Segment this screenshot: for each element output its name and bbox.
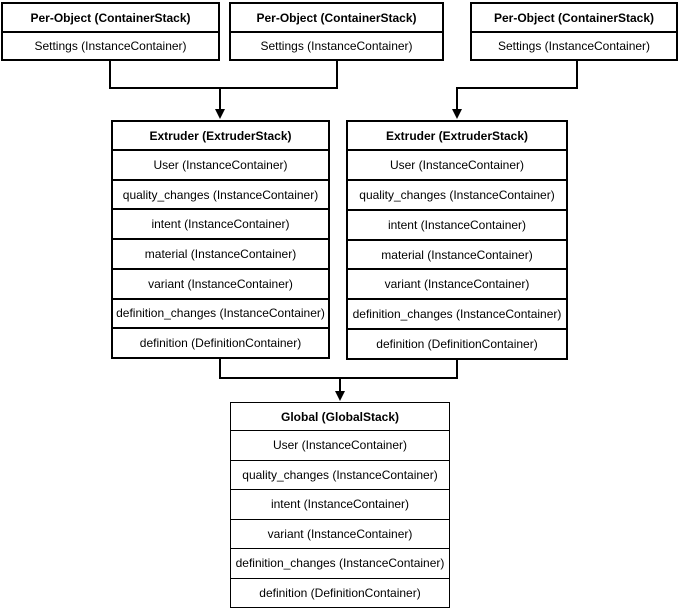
connector-line: [576, 60, 578, 89]
row-user: User (InstanceContainer): [113, 149, 328, 179]
row-settings: Settings (InstanceContainer): [472, 31, 676, 59]
connector-line: [339, 377, 341, 393]
row-user: User (InstanceContainer): [231, 430, 449, 460]
connector-line: [456, 87, 578, 89]
row-intent: intent (InstanceContainer): [231, 489, 449, 519]
row-intent: intent (InstanceContainer): [113, 208, 328, 238]
connector-line: [456, 359, 458, 379]
row-variant: variant (InstanceContainer): [231, 518, 449, 549]
row-quality-changes: quality_changes (InstanceContainer): [348, 178, 566, 209]
row-intent: intent (InstanceContainer): [348, 208, 566, 239]
stack-title: Per-Object (ContainerStack): [256, 10, 417, 25]
extruder-stack-2: Extruder (ExtruderStack) User (InstanceC…: [346, 120, 568, 360]
row-quality-changes: quality_changes (InstanceContainer): [231, 459, 449, 490]
row-definition-changes: definition_changes (InstanceContainer): [113, 297, 328, 328]
stack-title: Extruder (ExtruderStack): [149, 128, 292, 143]
connector-line: [109, 60, 111, 89]
connector-line: [336, 60, 338, 89]
global-stack: Global (GlobalStack) User (InstanceConta…: [230, 402, 450, 608]
row-definition: definition (DefinitionContainer): [113, 327, 328, 357]
row-definition-changes: definition_changes (InstanceContainer): [231, 548, 449, 578]
stack-title: Per-Object (ContainerStack): [493, 10, 655, 25]
row-material: material (InstanceContainer): [113, 238, 328, 268]
stack-title: Global (GlobalStack): [280, 409, 400, 424]
row-material: material (InstanceContainer): [348, 238, 566, 269]
connector-line: [109, 87, 338, 89]
row-quality-changes: quality_changes (InstanceContainer): [113, 178, 328, 209]
extruder-stack-1: Extruder (ExtruderStack) User (InstanceC…: [111, 120, 330, 359]
per-object-stack-1: Per-Object (ContainerStack) Settings (In…: [1, 2, 220, 61]
row-definition-changes: definition_changes (InstanceContainer): [348, 298, 566, 328]
arrow-down-icon: [215, 109, 225, 119]
row-definition: definition (DefinitionContainer): [348, 328, 566, 358]
row-settings: Settings (InstanceContainer): [3, 31, 218, 59]
connector-line: [219, 377, 458, 379]
arrow-down-icon: [452, 109, 462, 119]
connector-line: [456, 87, 458, 111]
connector-line: [219, 87, 221, 111]
stack-title: Extruder (ExtruderStack): [385, 128, 529, 143]
stack-title: Per-Object (ContainerStack): [30, 10, 191, 25]
row-variant: variant (InstanceContainer): [113, 267, 328, 298]
row-settings: Settings (InstanceContainer): [231, 31, 442, 59]
connector-line: [219, 358, 221, 379]
per-object-stack-2: Per-Object (ContainerStack) Settings (In…: [229, 2, 444, 61]
row-definition: definition (DefinitionContainer): [231, 577, 449, 608]
row-variant: variant (InstanceContainer): [348, 268, 566, 298]
row-user: User (InstanceContainer): [348, 149, 566, 179]
per-object-stack-3: Per-Object (ContainerStack) Settings (In…: [470, 2, 678, 61]
arrow-down-icon: [335, 391, 345, 401]
